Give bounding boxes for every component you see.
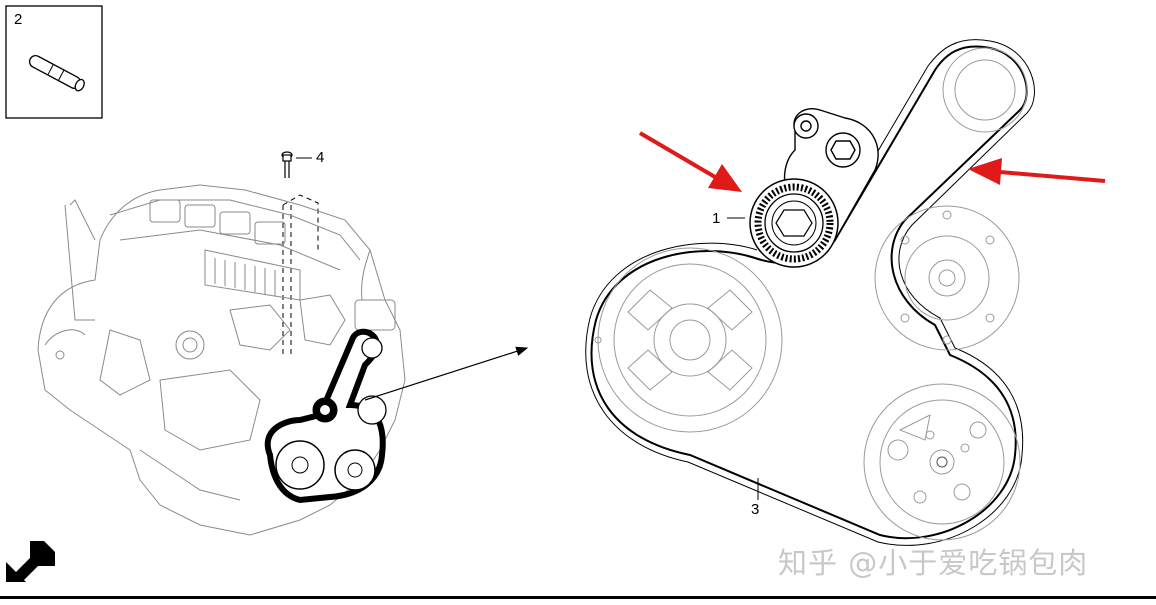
red-arrow-belt — [968, 158, 1106, 185]
drive-belt — [590, 45, 1028, 540]
tensioner-pulley — [749, 178, 839, 268]
callout-3: 3 — [751, 501, 760, 518]
callout-4: 4 — [316, 149, 325, 166]
red-arrow-tensioner — [638, 131, 742, 192]
bottom-rule — [0, 596, 1156, 599]
watermark-text: 知乎 @小于爱吃锅包肉 — [778, 546, 1089, 580]
engine-belt — [264, 328, 387, 504]
idler-pulley — [942, 47, 1028, 133]
callout-1: 1 — [712, 210, 721, 227]
compressor-pulley — [863, 383, 1021, 541]
pin-icon — [28, 55, 85, 92]
front-direction-arrow-icon — [6, 541, 55, 582]
generator-pulley — [874, 205, 1020, 351]
bolt-install-path — [282, 194, 319, 355]
engine-assembly — [37, 184, 406, 536]
detail-leader-arrow — [364, 346, 529, 401]
bolt-icon — [281, 151, 312, 178]
callout-2: 2 — [14, 11, 23, 28]
belt-drive-detail — [585, 39, 1035, 546]
crankshaft-pulley — [594, 247, 783, 433]
part-2-inset — [5, 5, 103, 119]
